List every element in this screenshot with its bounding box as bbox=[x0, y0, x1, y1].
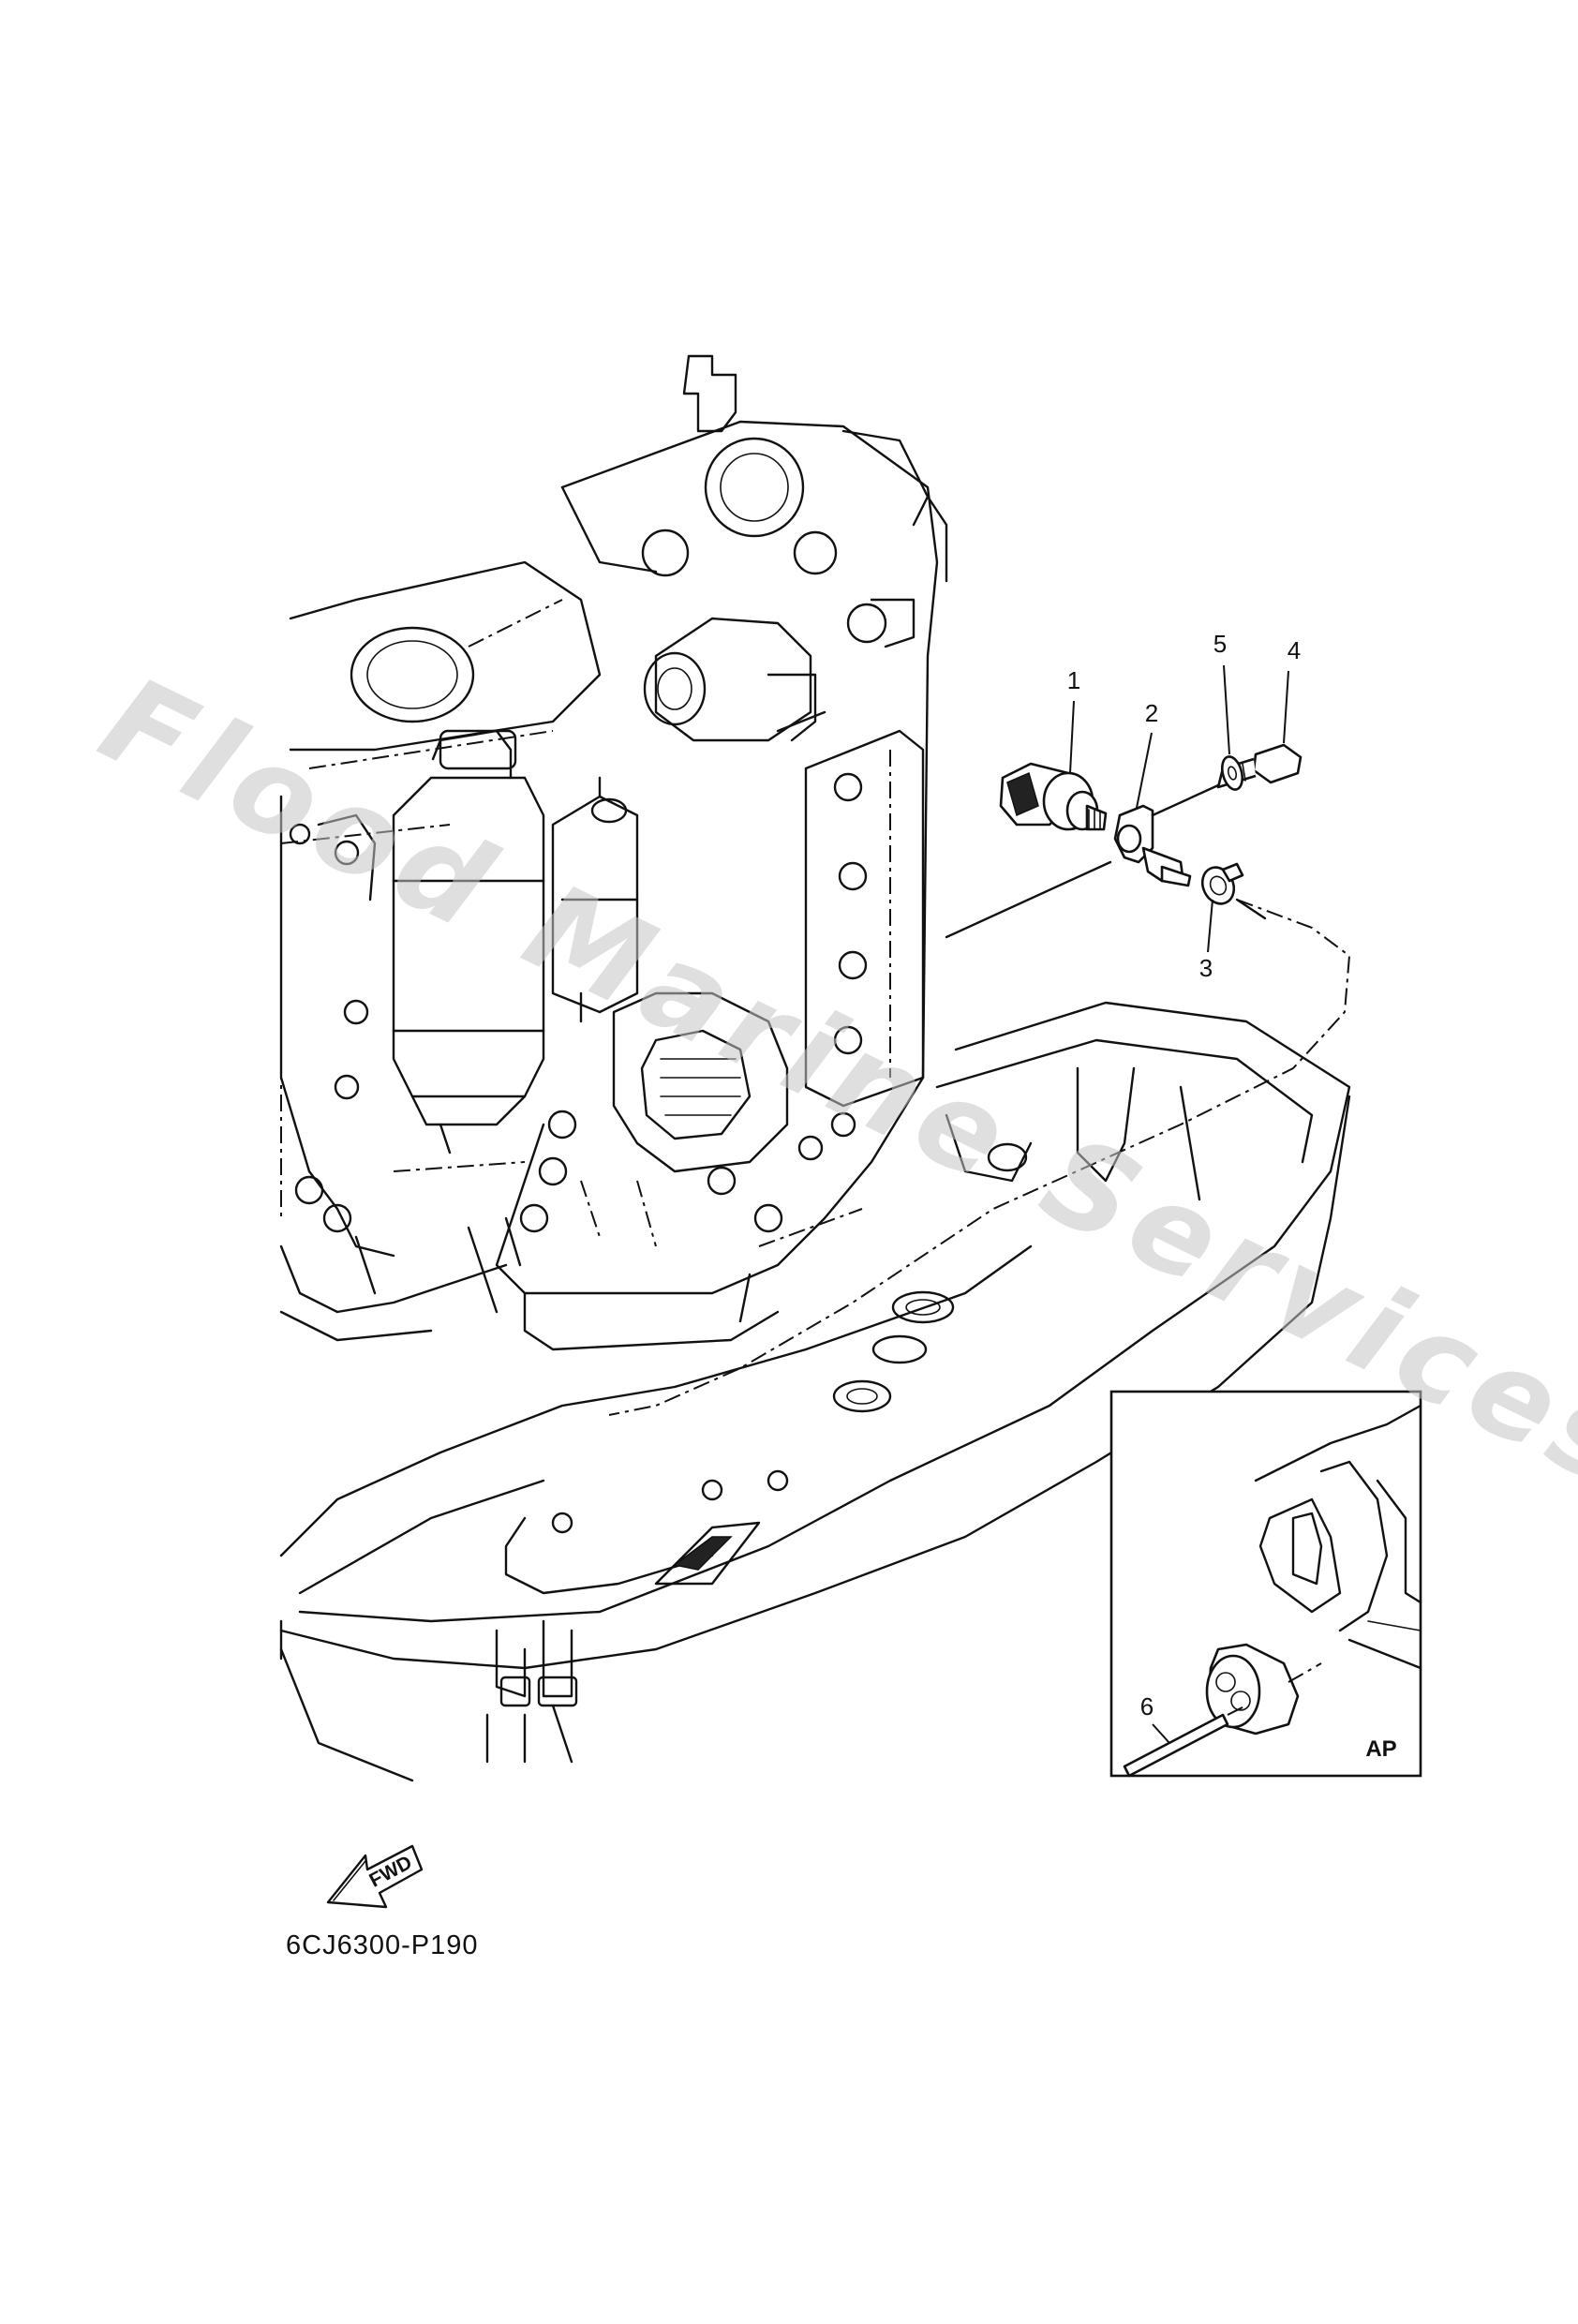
callout-1: 1 bbox=[1067, 666, 1080, 774]
fwd-arrow-icon: FWD bbox=[326, 1844, 424, 1909]
bottom-cowling-drawing bbox=[279, 1001, 1351, 1782]
callout-3: 3 bbox=[1199, 899, 1213, 982]
diagram-code: 6CJ6300-P190 bbox=[286, 1930, 478, 1960]
watermark: Flood Marine Services bbox=[81, 650, 1578, 1517]
part-5-washer bbox=[1151, 755, 1244, 817]
watermark-text: Flood Marine Services bbox=[81, 650, 1578, 1517]
part-2-joint bbox=[1113, 804, 1192, 887]
part-1-pressure-sensor bbox=[999, 762, 1108, 831]
callout-number-3: 3 bbox=[1199, 954, 1213, 982]
part-3-clip bbox=[1200, 862, 1244, 905]
callout-number-1: 1 bbox=[1067, 666, 1080, 694]
callout-number-2: 2 bbox=[1145, 699, 1158, 727]
pressure-hose-line bbox=[608, 860, 1351, 1416]
callout-number-5: 5 bbox=[1213, 630, 1227, 658]
engine-block-drawing bbox=[279, 354, 948, 1351]
callout-2: 2 bbox=[1136, 699, 1158, 809]
inset-detail-box: 6 AP bbox=[1109, 1390, 1422, 1778]
callout-5: 5 bbox=[1213, 630, 1230, 755]
inset-label: AP bbox=[1365, 1736, 1396, 1762]
callout-number-6: 6 bbox=[1140, 1692, 1154, 1721]
callout-4: 4 bbox=[1283, 636, 1301, 744]
callout-number-4: 4 bbox=[1288, 636, 1301, 664]
